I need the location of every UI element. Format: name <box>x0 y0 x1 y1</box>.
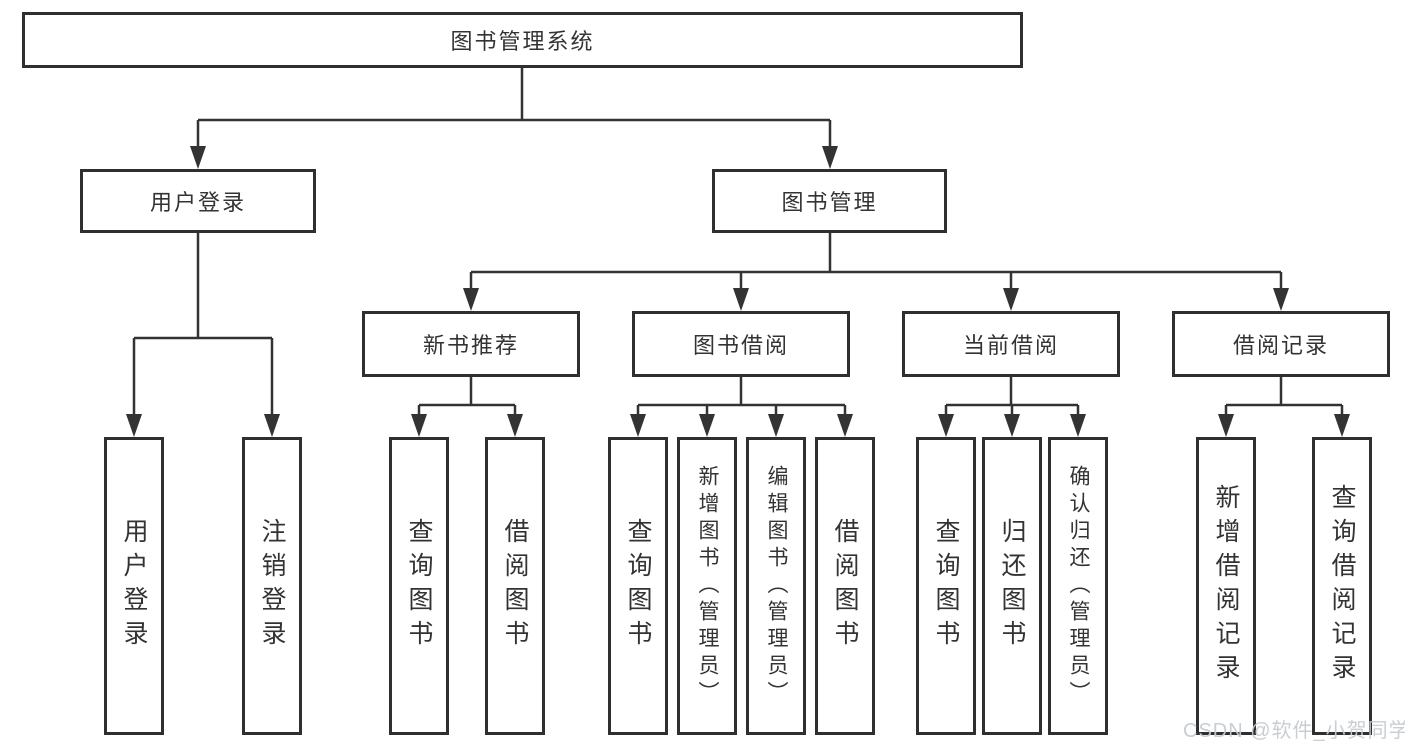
leaf-query-book-current-label: 查询图书 <box>932 518 960 654</box>
leaf-query-book-rec: 查询图书 <box>389 437 449 735</box>
leaf-return-book-label: 归还图书 <box>998 518 1026 654</box>
leaf-query-borrow-record-label: 查询借阅记录 <box>1328 484 1356 688</box>
connector-new-book-rec-children <box>417 377 517 420</box>
leaf-edit-book-admin: 编辑图书（管理员） <box>746 437 806 735</box>
arrowheads <box>126 146 1350 437</box>
node-user-login: 用户登录 <box>80 169 316 233</box>
node-new-book-recommendation: 新书推荐 <box>362 311 580 377</box>
node-book-borrowing: 图书借阅 <box>632 311 850 377</box>
leaf-query-book-current: 查询图书 <box>916 437 976 735</box>
node-borrowing-records: 借阅记录 <box>1172 311 1390 377</box>
node-new-book-recommendation-label: 新书推荐 <box>422 333 519 358</box>
connector-book-borrow-children <box>636 377 847 420</box>
leaf-query-book-borrow-label: 查询图书 <box>624 518 652 654</box>
node-current-borrowing-label: 当前借阅 <box>962 333 1059 358</box>
leaf-confirm-return-admin: 确认归还（管理员） <box>1048 437 1108 735</box>
node-user-login-label: 用户登录 <box>149 190 246 215</box>
leaf-borrow-book-rec-label: 借阅图书 <box>501 518 529 654</box>
node-root-label: 图书管理系统 <box>450 29 595 54</box>
connector-book-mgmt-children <box>469 233 1283 294</box>
leaf-query-book-borrow: 查询图书 <box>608 437 668 735</box>
connector-root-to-level2 <box>196 68 832 152</box>
leaf-user-login: 用户登录 <box>104 437 164 735</box>
node-book-management-label: 图书管理 <box>781 190 878 215</box>
connector-user-login-children <box>132 233 274 420</box>
node-root: 图书管理系统 <box>22 12 1023 68</box>
leaf-borrow-book-borrow-label: 借阅图书 <box>831 518 859 654</box>
leaf-add-book-admin-label: 新增图书（管理员） <box>696 464 719 708</box>
leaf-query-book-rec-label: 查询图书 <box>405 518 433 654</box>
leaf-add-book-admin: 新增图书（管理员） <box>677 437 737 735</box>
node-current-borrowing: 当前借阅 <box>902 311 1120 377</box>
leaf-add-borrow-record: 新增借阅记录 <box>1196 437 1256 735</box>
leaf-add-borrow-record-label: 新增借阅记录 <box>1212 484 1240 688</box>
leaf-user-login-label: 用户登录 <box>120 518 148 654</box>
connector-borrow-records-children <box>1224 377 1344 420</box>
leaf-confirm-return-admin-label: 确认归还（管理员） <box>1067 464 1090 708</box>
connector-current-borrow-children <box>944 377 1080 420</box>
node-borrowing-records-label: 借阅记录 <box>1232 333 1329 358</box>
leaf-logout-login: 注销登录 <box>242 437 302 735</box>
node-book-management: 图书管理 <box>712 169 947 233</box>
node-book-borrowing-label: 图书借阅 <box>692 333 789 358</box>
leaf-logout-login-label: 注销登录 <box>258 518 286 654</box>
csdn-watermark: CSDN @软件_小贺同学 <box>1183 720 1405 742</box>
leaf-query-borrow-record: 查询借阅记录 <box>1312 437 1372 735</box>
leaf-borrow-book-borrow: 借阅图书 <box>815 437 875 735</box>
leaf-borrow-book-rec: 借阅图书 <box>485 437 545 735</box>
leaf-edit-book-admin-label: 编辑图书（管理员） <box>765 464 788 708</box>
leaf-return-book: 归还图书 <box>982 437 1042 735</box>
